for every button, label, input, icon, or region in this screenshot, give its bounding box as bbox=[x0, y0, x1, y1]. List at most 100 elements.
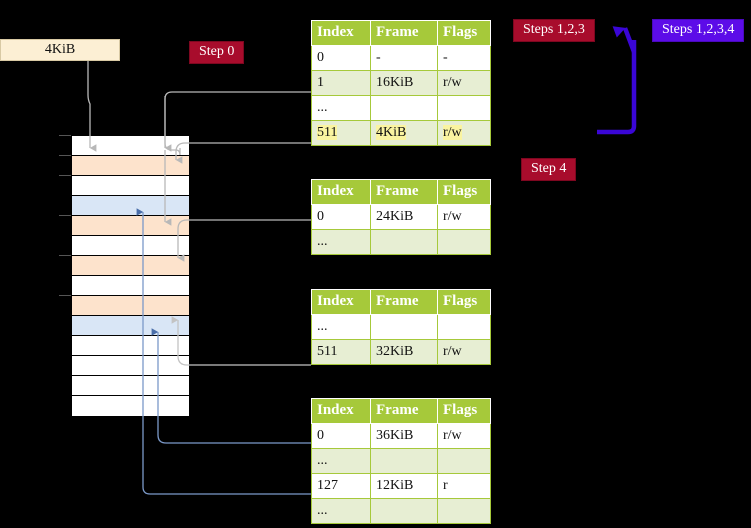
table-header-row: Index Frame Flags bbox=[311, 20, 491, 46]
memory-frame-row bbox=[72, 336, 189, 356]
cell-frame: - bbox=[370, 45, 438, 71]
cell-index: 511 bbox=[311, 339, 371, 365]
memory-frame-row bbox=[72, 256, 189, 276]
column-header-frame: Frame bbox=[370, 289, 438, 315]
cell-flags bbox=[437, 498, 491, 524]
badge-steps-1234-label: Steps 1,2,3,4 bbox=[662, 22, 735, 37]
cell-frame: 16KiB bbox=[370, 70, 438, 96]
column-header-flags: Flags bbox=[437, 398, 491, 424]
badge-steps-1234: Steps 1,2,3,4 bbox=[652, 19, 745, 42]
wire-violet-arrow bbox=[612, 26, 637, 53]
highlighted-value: 4KiB bbox=[376, 125, 407, 140]
wire-l4-row511-to-memory bbox=[175, 142, 311, 164]
table-header-row: Index Frame Flags bbox=[311, 289, 491, 315]
memory-tick bbox=[59, 215, 71, 216]
cell-frame: 12KiB bbox=[370, 473, 438, 499]
cell-flags bbox=[437, 314, 491, 340]
memory-frame-row bbox=[72, 176, 189, 196]
memory-frame-row bbox=[72, 376, 189, 396]
memory-frame-row bbox=[72, 196, 189, 216]
memory-tick bbox=[59, 175, 71, 176]
memory-tick bbox=[59, 155, 71, 156]
badge-steps-123-label: Steps 1,2,3 bbox=[523, 22, 585, 37]
memory-frame-row bbox=[72, 316, 189, 336]
table-row: 511 4KiB r/w bbox=[311, 120, 491, 146]
table-header-row: Index Frame Flags bbox=[311, 398, 491, 424]
column-header-flags: Flags bbox=[437, 20, 491, 46]
cell-frame bbox=[370, 498, 438, 524]
table-header-row: Index Frame Flags bbox=[311, 179, 491, 205]
wire-l2-row511-to-memory bbox=[171, 316, 311, 366]
badge-steps-123: Steps 1,2,3 bbox=[513, 19, 595, 42]
column-header-flags: Flags bbox=[437, 179, 491, 205]
memory-tick bbox=[59, 295, 71, 296]
column-header-index: Index bbox=[311, 289, 371, 315]
memory-frame-row bbox=[72, 236, 189, 256]
cell-index: ... bbox=[311, 448, 371, 474]
table-row: ... bbox=[311, 229, 491, 255]
cell-index: 1 bbox=[311, 70, 371, 96]
cell-frame: 32KiB bbox=[370, 339, 438, 365]
memory-frame-row bbox=[72, 276, 189, 296]
cell-frame bbox=[370, 448, 438, 474]
table-row: ... bbox=[311, 95, 491, 121]
cell-flags bbox=[437, 229, 491, 255]
cell-flags: r/w bbox=[437, 120, 491, 146]
memory-frame-row bbox=[72, 356, 189, 376]
memory-frame-row bbox=[72, 156, 189, 176]
memory-frame-row bbox=[72, 296, 189, 316]
cell-index: ... bbox=[311, 229, 371, 255]
highlighted-value: r/w bbox=[443, 125, 462, 140]
cell-frame bbox=[370, 314, 438, 340]
cell-flags bbox=[437, 95, 491, 121]
physical-memory-column bbox=[71, 135, 190, 416]
column-header-index: Index bbox=[311, 398, 371, 424]
wire-l3-row0-to-memory bbox=[177, 219, 311, 262]
cell-flags: r/w bbox=[437, 339, 491, 365]
column-header-frame: Frame bbox=[370, 179, 438, 205]
cell-index: ... bbox=[311, 314, 371, 340]
column-header-frame: Frame bbox=[370, 398, 438, 424]
cell-flags: - bbox=[437, 45, 491, 71]
source-size-label: 4KiB bbox=[44, 42, 76, 57]
cell-index: 0 bbox=[311, 423, 371, 449]
cell-flags: r/w bbox=[437, 204, 491, 230]
table-row: ... bbox=[311, 314, 491, 340]
table-row: ... bbox=[311, 498, 491, 524]
cell-index: 0 bbox=[311, 45, 371, 71]
cell-frame: 36KiB bbox=[370, 423, 438, 449]
badge-step-4-label: Step 4 bbox=[531, 161, 567, 176]
table-row: ... bbox=[311, 448, 491, 474]
source-size-box: 4KiB bbox=[0, 39, 120, 61]
cell-frame bbox=[370, 95, 438, 121]
column-header-index: Index bbox=[311, 20, 371, 46]
badge-step-4: Step 4 bbox=[521, 158, 577, 181]
memory-tick bbox=[59, 135, 71, 136]
cell-index: 511 bbox=[311, 120, 371, 146]
cell-flags bbox=[437, 448, 491, 474]
memory-tick bbox=[59, 255, 71, 256]
badge-step-0: Step 0 bbox=[189, 41, 245, 64]
cell-index: ... bbox=[311, 95, 371, 121]
cell-index: 127 bbox=[311, 473, 371, 499]
memory-frame-row bbox=[72, 216, 189, 236]
cell-flags: r bbox=[437, 473, 491, 499]
badge-step-0-label: Step 0 bbox=[199, 44, 235, 59]
cell-frame bbox=[370, 229, 438, 255]
table-row: 0-- bbox=[311, 45, 491, 71]
cell-frame: 4KiB bbox=[370, 120, 438, 146]
cell-flags: r/w bbox=[437, 70, 491, 96]
